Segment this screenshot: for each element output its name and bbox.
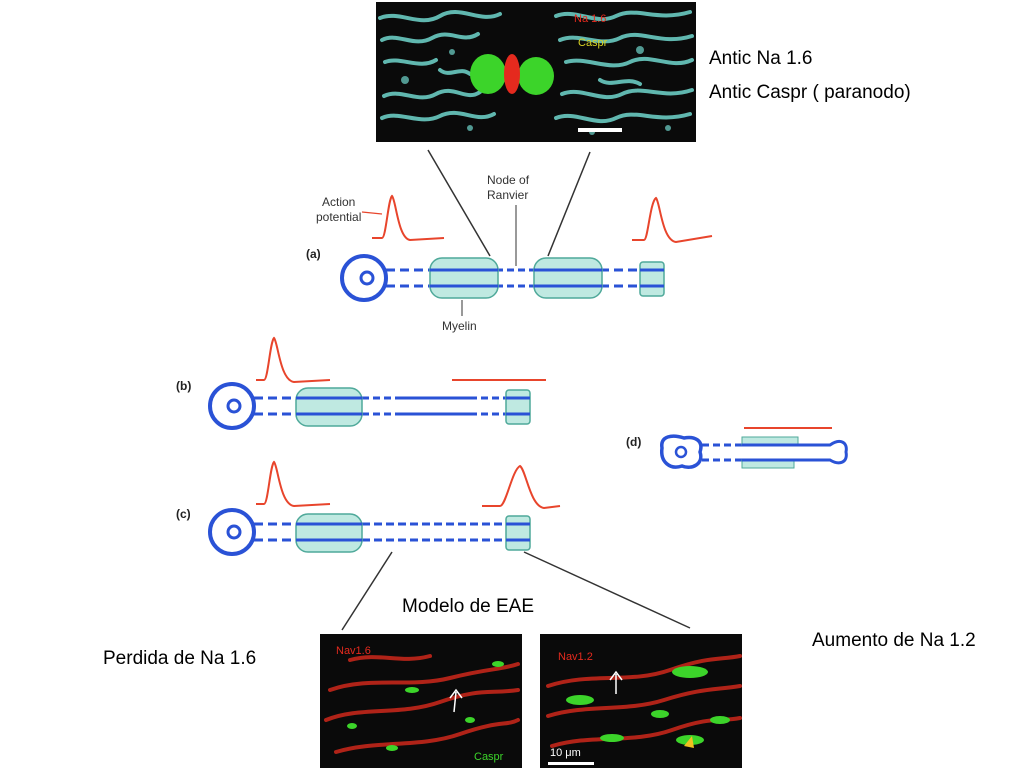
annotation-top-line2: Antic Caspr ( paranodo) [709, 82, 911, 103]
connector-line [341, 551, 393, 631]
panel-b-label: (b) [176, 379, 191, 393]
myelin-label: Myelin [442, 319, 477, 333]
panel-d-label: (d) [626, 435, 641, 449]
bottom-right-micrograph: Nav1.2 10 μm [540, 634, 742, 768]
annotation-loss: Perdida de Na 1.6 [103, 648, 256, 669]
left-micro-na-label: Nav1.6 [336, 645, 371, 657]
top-micro-na-label: Na 1.6 [574, 13, 606, 25]
action-potential-label-1: Action [322, 195, 355, 209]
annotation-increase: Aumento de Na 1.2 [812, 630, 976, 651]
panel-b: (b) [176, 336, 546, 430]
panel-d: (d) [626, 427, 848, 469]
annotation-top-line1: Antic Na 1.6 [709, 48, 813, 69]
connector-line [547, 151, 591, 257]
panel-c-label: (c) [176, 507, 191, 521]
bottom-left-micrograph: Nav1.6 Caspr [320, 634, 522, 768]
panel-a-label: (a) [306, 247, 321, 261]
connector-line [523, 551, 691, 629]
panel-c: (c) [176, 460, 561, 556]
node-label-2: Ranvier [487, 188, 528, 202]
panel-a: Action potential Node of Ranvier (a) [306, 173, 713, 333]
node-label-1: Node of [487, 173, 530, 187]
right-micro-na-label: Nav1.2 [558, 651, 593, 663]
top-micro-caspr-label: Caspr [578, 37, 608, 49]
action-potential-label-2: potential [316, 210, 361, 224]
top-micrograph: Na 1.6 Caspr [376, 2, 696, 142]
scale-bar-label: 10 μm [550, 747, 581, 759]
annotation-model: Modelo de EAE [402, 596, 534, 617]
left-micro-caspr-label: Caspr [474, 751, 504, 763]
connector-line [427, 149, 491, 257]
